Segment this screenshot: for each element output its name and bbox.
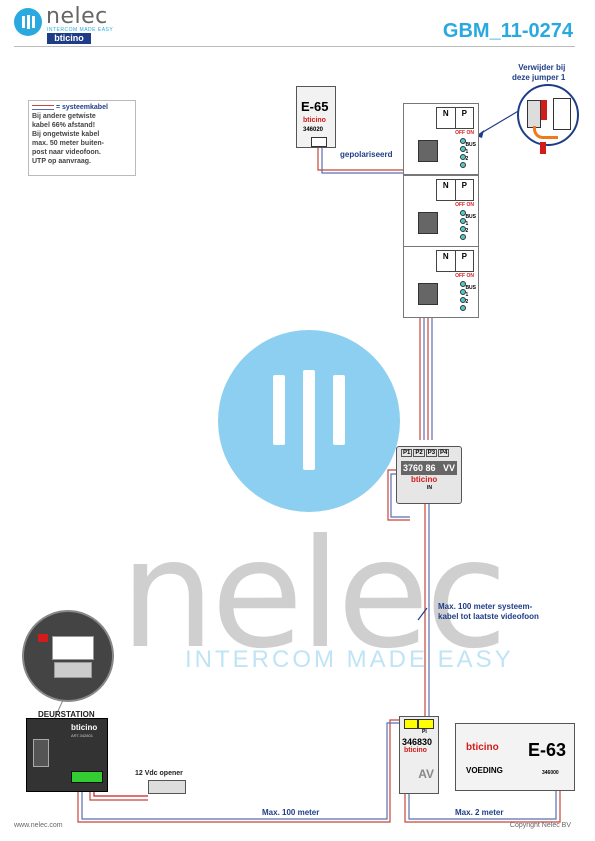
distributor-code: 3760 86 (403, 463, 436, 473)
polarity-label: gepolariseerd (340, 150, 393, 159)
term-1: 1 (465, 292, 469, 298)
legend-line: Bij andere getwiste (32, 113, 96, 120)
door-opener-icon (148, 780, 186, 794)
brand-name: nelec (46, 4, 108, 29)
panel-n: N (437, 251, 456, 271)
legend-title: = systeemkabel (55, 104, 108, 111)
e65-terminal (311, 137, 327, 147)
doorstation-detail-zoom (22, 610, 114, 702)
cable-length-note: Max. 100 meter systeem- kabel tot laatst… (438, 602, 539, 622)
e63-power-supply: bticino E-63 VOEDING 346000 (455, 723, 575, 791)
doorstation-label: DEURSTATION (38, 710, 95, 719)
port-label: P4 (438, 449, 450, 457)
jumper-zoom-circle (517, 84, 579, 146)
av-code: 346830 (402, 737, 433, 747)
brand-tagline: INTERCOM MADE EASY (47, 27, 114, 33)
opener-label: 12 Vdc opener (135, 770, 183, 777)
distributor-vv: VV (442, 463, 455, 473)
handset-connector-icon (418, 212, 438, 234)
doorstation-unit: bticino ART.342801 (26, 718, 108, 792)
panel-n: N (437, 180, 456, 200)
handset-connector-icon (418, 140, 438, 162)
av-pi: PI (422, 729, 427, 735)
doorstation-brand: bticino (71, 723, 98, 732)
document-title: GBM_11-0274 (442, 20, 573, 42)
av-module: PI 346830 bticino AV (399, 716, 439, 794)
term-2: 2 (465, 299, 469, 305)
term-bus: BUS (465, 142, 476, 148)
cable-legend: = systeemkabel Bij andere getwiste kabel… (28, 100, 136, 176)
watermark-circle-logo (218, 330, 400, 512)
dip-switch: OFF ON (455, 130, 474, 136)
dip-switch: OFF ON (455, 273, 474, 279)
port-label: P1 (401, 449, 413, 457)
door-distance-label: Max. 100 meter (262, 808, 320, 817)
term-1: 1 (465, 221, 469, 227)
legend-line: kabel 66% afstand! (32, 122, 96, 129)
partner-logo: bticino (47, 33, 91, 44)
e65-code: 346020 (303, 127, 324, 133)
distributor-brand: bticino (411, 475, 438, 484)
term-bus: BUS (465, 285, 476, 291)
nelec-logo-icon (14, 8, 42, 36)
removed-jumper-icon (540, 142, 546, 154)
e63-sub: VOEDING (466, 766, 503, 775)
legend-line: Bij ongetwiste kabel (32, 131, 100, 138)
e65-brand: bticino (303, 117, 326, 124)
watermark-word: nelec (120, 508, 508, 682)
watermark-tagline: INTERCOM MADE EASY (185, 646, 514, 673)
cable-note-line: kabel tot laatste videofoon (438, 612, 539, 621)
av-label: AV (418, 767, 434, 781)
panel-p: P (461, 252, 467, 261)
footer-copyright: Copyright Nelec BV (509, 822, 571, 829)
e63-brand: bticino (466, 742, 499, 753)
dip-switch: OFF ON (455, 202, 474, 208)
port-label: P2 (413, 449, 425, 457)
panel-p: P (461, 181, 467, 190)
jumper-note-line: deze jumper 1 (512, 73, 566, 82)
term-2: 2 (465, 228, 469, 234)
term-1: 1 (465, 149, 469, 155)
power-distance-label: Max. 2 meter (455, 808, 504, 817)
legend-line: UTP op aanvraag. (32, 158, 92, 165)
video-distributor: P1 P2 P3 P4 3760 86 VV bticino IN (396, 446, 462, 504)
legend-line: max. 50 meter buiten- (32, 140, 104, 147)
cable-note-line: Max. 100 meter systeem- (438, 602, 533, 611)
term-2: 2 (465, 156, 469, 162)
jumper-note: Verwijder bij deze jumper 1 (512, 63, 565, 83)
header-divider (14, 46, 575, 47)
e65-power-module: E-65 bticino 346020 (296, 86, 336, 148)
e63-code: 346000 (542, 770, 559, 776)
av-brand: bticino (404, 747, 427, 754)
footer-website: www.nelec.com (14, 822, 63, 829)
term-bus: BUS (465, 214, 476, 220)
handset-connector-icon (418, 283, 438, 305)
jumper-note-line: Verwijder bij (518, 63, 566, 72)
panel-p: P (461, 109, 467, 118)
doorstation-code: ART.342801 (71, 733, 93, 738)
e63-label: E-63 (528, 740, 567, 760)
distributor-in: IN (427, 485, 432, 491)
panel-n: N (437, 108, 456, 128)
port-label: P3 (425, 449, 438, 457)
legend-line: post naar videofoon. (32, 149, 101, 156)
e65-label: E-65 (301, 99, 329, 114)
